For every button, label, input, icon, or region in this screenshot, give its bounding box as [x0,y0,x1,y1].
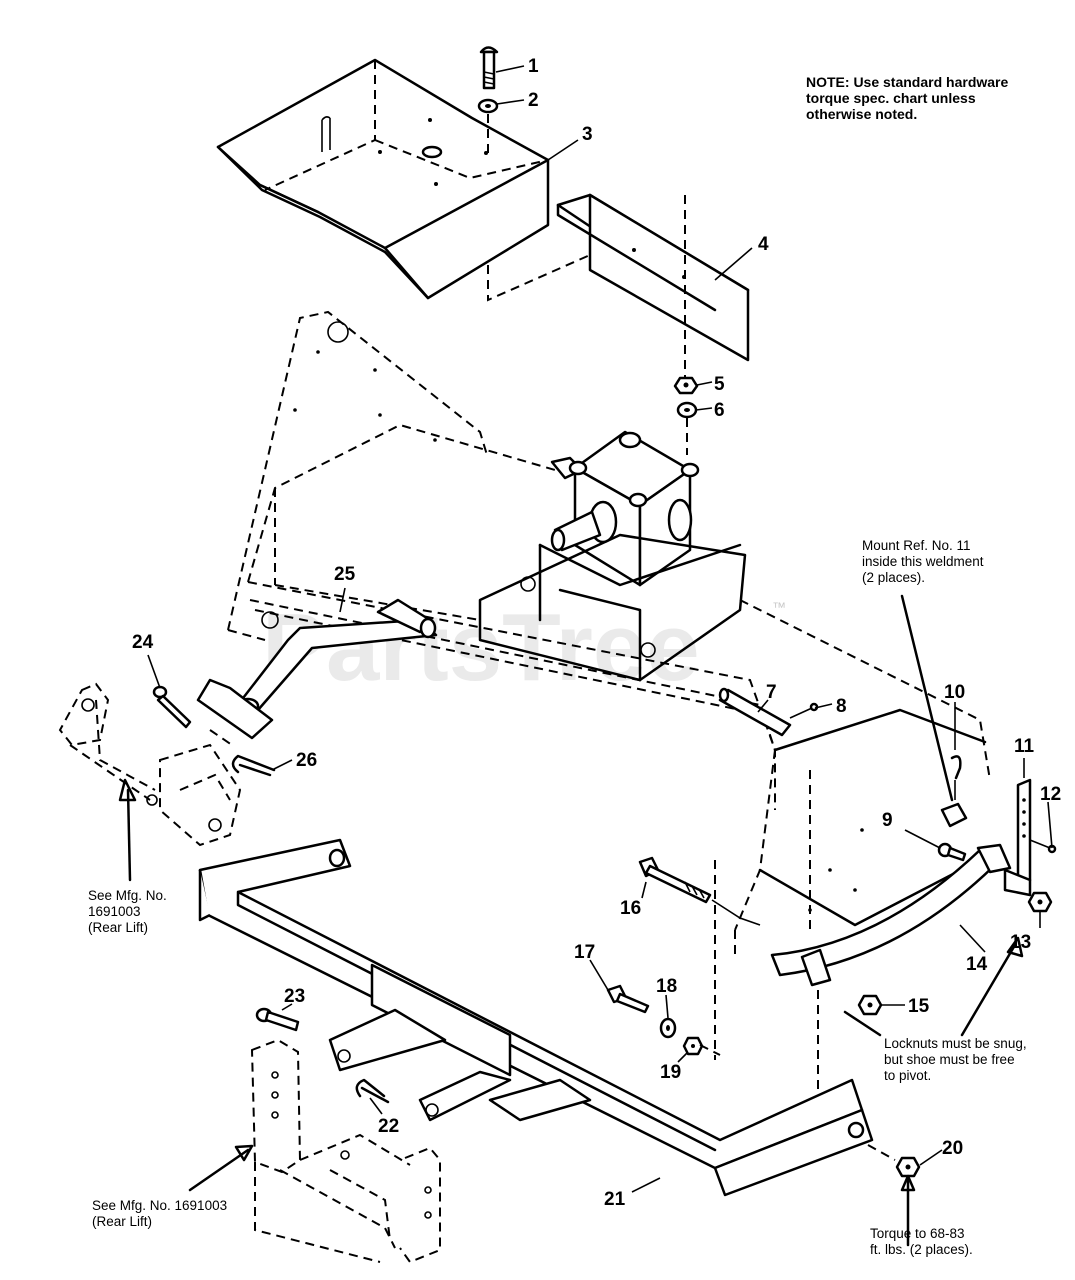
callout-numbers: 1 2 3 4 5 6 7 8 9 10 11 12 13 14 15 16 1… [132,56,1061,1210]
note-hardware-torque-line-3: otherwise noted. [806,106,918,122]
part-3-top-shield [216,58,550,300]
part-21-hitch-bar [198,838,874,1197]
callout-18: 18 [656,976,677,997]
part-8-screw [789,702,819,719]
part-19-nut [682,1036,704,1056]
note-rear-lift-bottom-line-2: (Rear Lift) [92,1214,153,1229]
callout-23: 23 [284,986,305,1007]
note-mount-ref-line-1: Mount Ref. No. 11 [862,538,971,553]
callout-26: 26 [296,750,317,771]
part-26-hairpin [231,754,276,777]
part-11-plate [1003,778,1032,897]
note-mount-ref: Mount Ref. No. 11 inside this weldment (… [862,538,984,586]
callout-15: 15 [908,996,930,1017]
part-13-locknut [1027,891,1053,913]
callout-24: 24 [132,632,154,653]
note-rear-lift-bottom: See Mfg. No. 1691003 (Rear Lift) [92,1198,227,1230]
callout-5: 5 [714,374,725,395]
note-rear-lift-bottom-line-1: See Mfg. No. 1691003 [92,1198,228,1213]
part-1-bolt [479,46,499,90]
watermark-trademark: ™ [772,599,786,615]
part-10-cotter [940,755,968,828]
part-7-pin [718,687,792,737]
callout-11: 11 [1014,736,1035,757]
part-18-washer [659,1017,677,1039]
callout-16: 16 [620,898,641,919]
part-9-bolt [937,842,967,862]
callout-13: 13 [1010,932,1031,953]
note-locknuts-line-1: Locknuts must be snug, [884,1036,1027,1051]
leader-lines [118,65,1053,1247]
part-17-bolt [606,984,650,1014]
callout-3: 3 [582,124,593,145]
part-25-lift-arm [196,598,438,740]
note-hardware-torque-line-2: torque spec. chart unless [806,90,976,106]
callout-1: 1 [528,56,539,77]
note-mount-ref-line-2: inside this weldment [862,554,984,569]
note-torque: Torque to 68-83 ft. lbs. (2 places). [870,1226,973,1258]
callout-20: 20 [942,1138,963,1159]
note-hardware-torque-line-1: NOTE: Use standard hardware [806,74,1009,90]
part-23-pin [255,1007,300,1032]
note-torque-line-2: ft. lbs. (2 places). [870,1242,973,1257]
note-rear-lift-left-line-2: 1691003 [88,904,141,919]
part-15-locknut [857,994,883,1016]
note-locknuts: Locknuts must be snug, but shoe must be … [884,1036,1027,1084]
callout-25: 25 [334,564,356,585]
part-14-shoe [770,843,1012,987]
part-5-nut [673,376,699,395]
note-locknuts-line-2: but shoe must be free [884,1052,1015,1067]
note-rear-lift-left-line-1: See Mfg. No. [88,888,167,903]
callout-7: 7 [766,682,777,703]
note-rear-lift-left-line-3: (Rear Lift) [88,920,149,935]
rear-lift-left-outline [58,682,242,847]
callout-12: 12 [1040,784,1061,805]
part-4-bracket [556,193,750,362]
note-hardware-torque: NOTE: Use standard hardware torque spec.… [806,74,1008,122]
callout-17: 17 [574,942,595,963]
callout-9: 9 [882,810,893,831]
callout-4: 4 [758,234,769,255]
note-locknuts-line-3: to pivot. [884,1068,932,1083]
part-16-bolt [638,856,712,904]
callout-6: 6 [714,400,725,421]
note-rear-lift-left: See Mfg. No. 1691003 (Rear Lift) [88,888,167,936]
rear-lift-bottom-outline [250,1038,441,1264]
callout-21: 21 [604,1189,626,1210]
part-24-pin [152,685,192,729]
deck-right-panel [734,708,987,931]
note-mount-ref-line-3: (2 places). [862,570,926,585]
part-22-hairpin [355,1078,390,1104]
part-6-washer [676,401,698,419]
part-2-washer [477,98,499,114]
callout-22: 22 [378,1116,399,1137]
part-20-locknut [895,1156,921,1178]
callout-10: 10 [944,682,965,703]
callout-8: 8 [836,696,847,717]
callout-19: 19 [660,1062,681,1083]
note-torque-line-1: Torque to 68-83 [870,1226,965,1241]
callout-14: 14 [966,954,988,975]
callout-2: 2 [528,90,539,111]
gearbox [478,430,747,682]
